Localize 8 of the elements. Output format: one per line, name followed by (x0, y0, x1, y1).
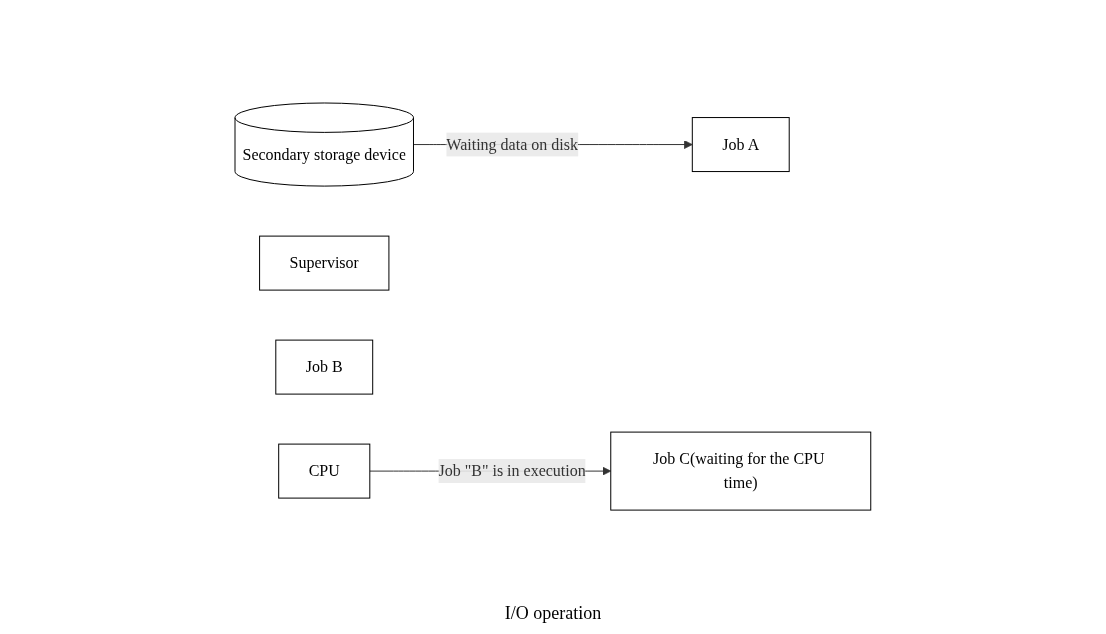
node-box: CPU (278, 443, 371, 499)
edge-label: Waiting data on disk (446, 135, 579, 153)
node-box: Supervisor (259, 235, 390, 291)
node-box: Job A (691, 117, 790, 172)
node-box: Job C(waiting for the CPU time) (610, 431, 872, 511)
edge-label: Job "B" is in execution (438, 462, 586, 480)
node-box: Job B (275, 339, 374, 395)
note-text: I/O operation (504, 603, 602, 623)
